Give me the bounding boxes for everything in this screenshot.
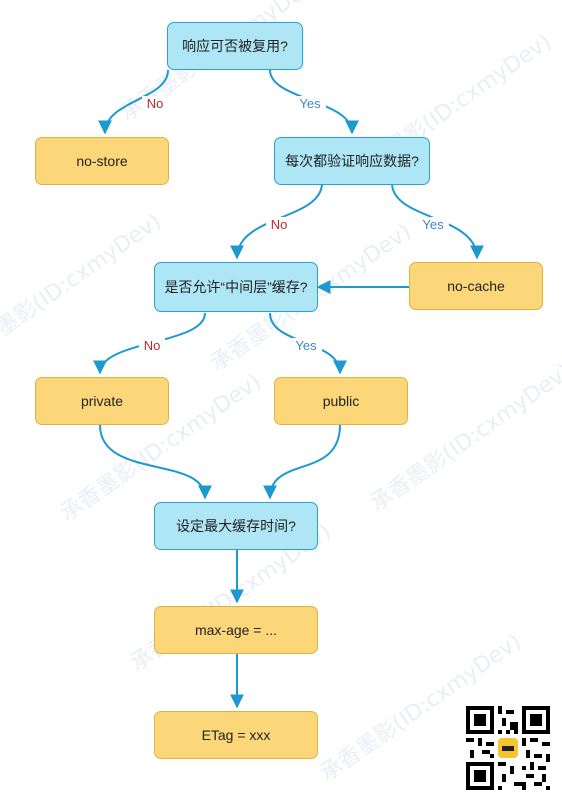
node-public: public [274, 377, 408, 425]
edge-label-reuse-no: No [147, 96, 164, 111]
node-question-validate: 每次都验证响应数据? [274, 137, 430, 185]
node-private: private [35, 377, 169, 425]
edge-public-to-maxtime [263, 424, 341, 500]
edge-reuse-no [98, 69, 169, 135]
node-question-max-time: 设定最大缓存时间? [154, 502, 318, 550]
node-etag: ETag = xxx [154, 711, 318, 759]
edge-label-validate-yes: Yes [422, 217, 444, 232]
edge-label-reuse-yes: Yes [299, 96, 321, 111]
edge-label-validate-no: No [271, 217, 288, 232]
edge-private-to-maxtime [99, 424, 212, 500]
edge-label-intermediate-yes: Yes [295, 338, 317, 353]
edge-label-intermediate-no: No [144, 338, 161, 353]
node-no-cache: no-cache [409, 262, 543, 310]
node-no-store: no-store [35, 137, 169, 185]
qr-code-icon [466, 706, 550, 790]
node-question-intermediate: 是否允许“中间层”缓存? [154, 262, 318, 312]
node-question-reusable: 响应可否被复用? [167, 22, 303, 70]
node-max-age: max-age = ... [154, 606, 318, 654]
